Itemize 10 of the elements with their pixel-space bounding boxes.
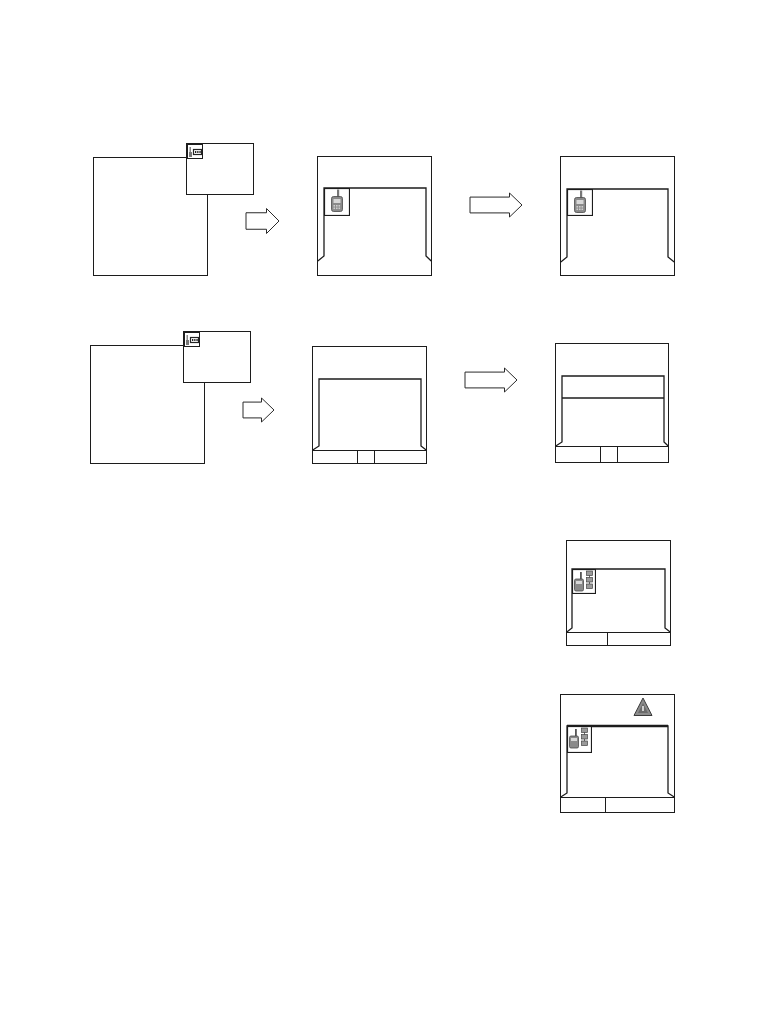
- phone-screen: [560, 156, 675, 276]
- phone-screen: [555, 343, 669, 463]
- block-arrow: [464, 367, 518, 393]
- phone-screen: [566, 540, 671, 646]
- block-arrow: [245, 208, 280, 234]
- phone-screen: [312, 346, 427, 464]
- phone-screen: [317, 156, 432, 276]
- block-arrow: [469, 192, 523, 218]
- phone-screen: [560, 694, 675, 813]
- block-arrow: [242, 397, 275, 423]
